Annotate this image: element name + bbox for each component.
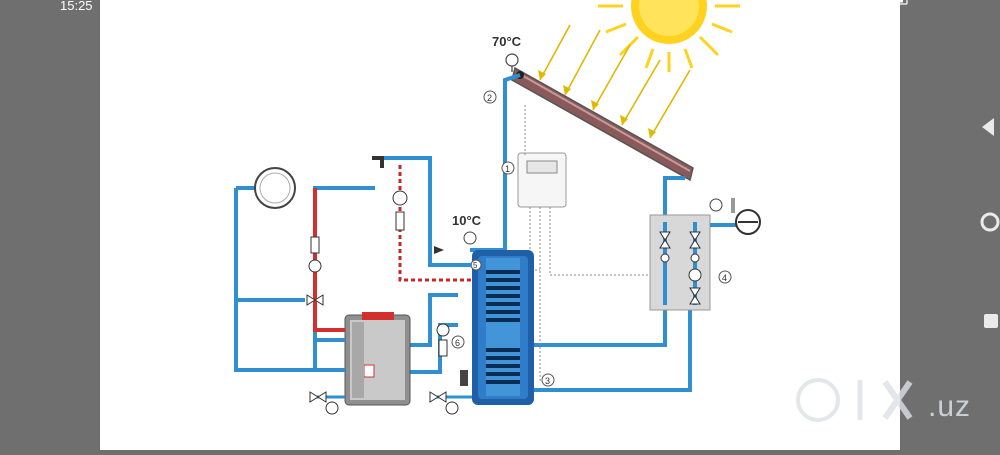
- label-3: 3: [545, 376, 550, 386]
- sun-icon: [538, 0, 740, 139]
- label-1: 1: [505, 164, 510, 174]
- tank-temp: 10°C: [452, 213, 482, 228]
- label-5: 5: [473, 261, 478, 270]
- gauge-icon: [505, 53, 519, 67]
- recents-icon[interactable]: [984, 314, 998, 328]
- gauge-icon: [463, 231, 477, 245]
- home-icon[interactable]: [980, 212, 1000, 232]
- status-time: 15:25: [60, 0, 93, 13]
- boiler: [344, 312, 411, 406]
- label-2: 2: [487, 93, 492, 103]
- pump-station: 4: [649, 198, 761, 311]
- radiator-icon: [254, 167, 296, 209]
- watermark-text: .uz: [928, 390, 972, 423]
- solar-heating-diagram: 70°C 2 1: [234, 0, 761, 415]
- collector-temp: 70°C: [492, 34, 522, 49]
- back-icon[interactable]: [982, 118, 994, 136]
- system-navigation: [900, 0, 1000, 450]
- label-4: 4: [722, 273, 727, 283]
- olx-watermark: .uz: [700, 372, 1000, 432]
- controller-unit: 1: [501, 152, 567, 208]
- diagram-image-area: 70°C 2 1: [100, 0, 900, 450]
- label-6: 6: [455, 338, 460, 348]
- storage-tank: 10°C 5 3: [452, 213, 555, 405]
